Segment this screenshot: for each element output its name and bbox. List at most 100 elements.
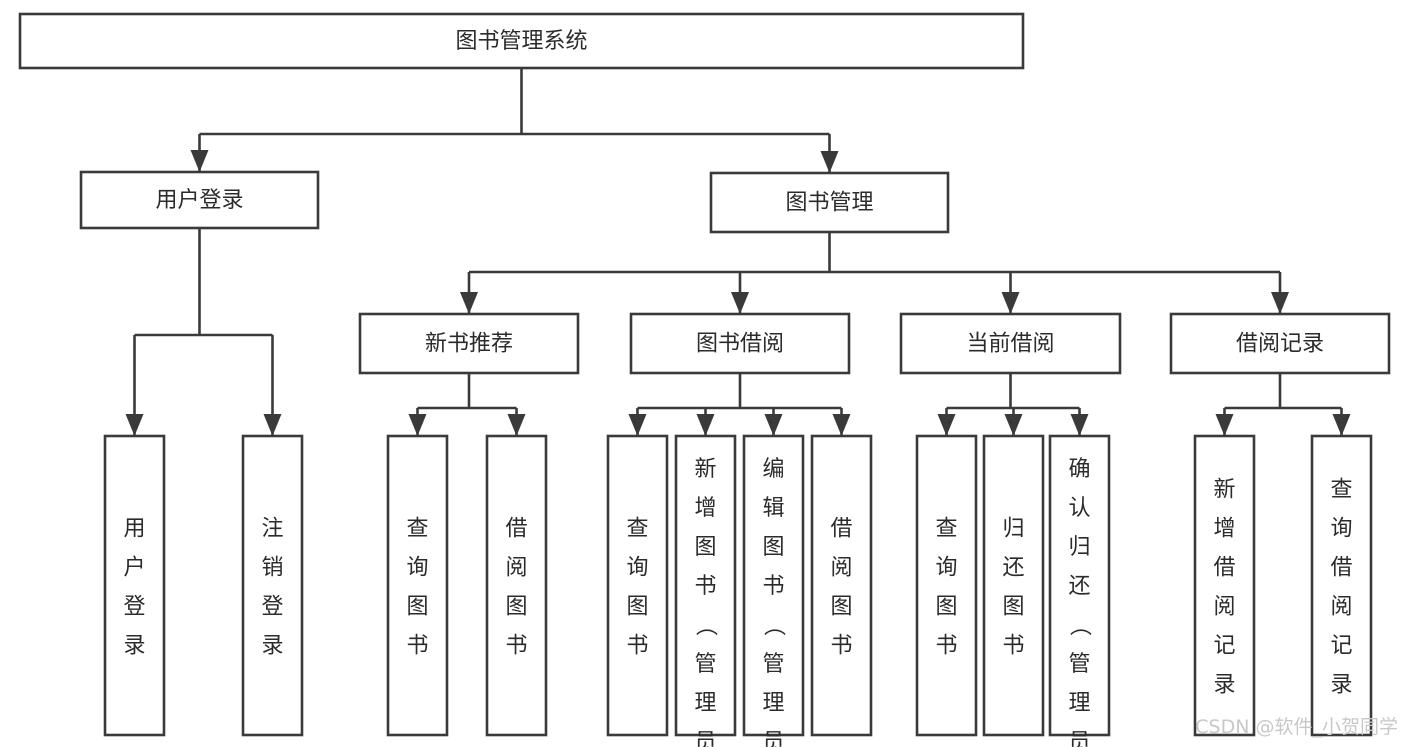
svg-text:书: 书 <box>505 634 527 659</box>
svg-text:编: 编 <box>762 457 784 482</box>
arrow-head-icon <box>507 414 526 436</box>
svg-text:（: （ <box>1067 614 1092 636</box>
svg-text:询: 询 <box>626 556 648 581</box>
svg-text:查: 查 <box>935 517 957 542</box>
node-layer: 图书管理系统用户登录图书管理新书推荐图书借阅当前借阅借阅记录用户登录注销登录查询… <box>18 12 1391 747</box>
svg-text:书: 书 <box>935 634 957 659</box>
svg-text:归: 归 <box>1002 517 1024 542</box>
arrow-head-icon <box>1001 292 1020 314</box>
svg-text:录: 录 <box>261 634 283 659</box>
node-box <box>103 434 166 737</box>
arrow-head-icon <box>1004 414 1023 436</box>
arrow-head-icon <box>1070 414 1089 436</box>
svg-text:借: 借 <box>1213 556 1235 581</box>
node-level2-用户登录[interactable]: 用户登录 <box>79 170 320 230</box>
arrow-head-icon <box>125 414 144 436</box>
svg-text:注: 注 <box>261 517 283 542</box>
arrow-head-icon <box>1271 292 1289 314</box>
node-box <box>982 434 1045 737</box>
node-level3-新书推荐[interactable]: 新书推荐 <box>358 312 580 375</box>
svg-text:登: 登 <box>123 595 145 620</box>
svg-text:询: 询 <box>935 556 957 581</box>
svg-text:书: 书 <box>1002 634 1024 659</box>
node-level3-当前借阅[interactable]: 当前借阅 <box>899 312 1122 375</box>
csdn-watermark: CSDN @软件_小贺同学 <box>1195 716 1398 738</box>
node-box <box>1169 312 1391 375</box>
svg-text:新: 新 <box>694 457 716 482</box>
svg-text:员: 员 <box>1068 730 1090 747</box>
arrow-head-icon <box>696 414 715 436</box>
svg-text:户: 户 <box>123 556 145 581</box>
svg-text:录: 录 <box>1330 673 1352 698</box>
svg-text:查: 查 <box>406 517 428 542</box>
svg-text:还: 还 <box>1002 556 1024 581</box>
node-box <box>709 171 950 234</box>
svg-text:询: 询 <box>1330 517 1352 542</box>
node-box <box>18 12 1025 70</box>
node-box <box>742 434 805 737</box>
svg-text:员: 员 <box>694 730 716 747</box>
svg-text:增: 增 <box>1213 517 1235 542</box>
arrow-head-icon <box>764 414 783 436</box>
node-box <box>915 434 978 737</box>
connector-layer <box>125 68 1351 436</box>
arrow-head-icon <box>408 414 427 436</box>
node-leaf-用户登录[interactable]: 用户登录 <box>103 434 166 737</box>
svg-text:新: 新 <box>1213 478 1235 503</box>
svg-text:还: 还 <box>1068 574 1090 599</box>
arrow-head-icon <box>832 414 851 436</box>
node-box <box>1048 434 1111 737</box>
svg-text:记: 记 <box>1330 634 1352 659</box>
svg-text:录: 录 <box>1213 673 1235 698</box>
node-level3-借阅记录[interactable]: 借阅记录 <box>1169 312 1391 375</box>
svg-text:录: 录 <box>123 634 145 659</box>
node-root-图书管理系统[interactable]: 图书管理系统 <box>18 12 1025 70</box>
node-level3-图书借阅[interactable]: 图书借阅 <box>629 312 851 375</box>
svg-text:阅: 阅 <box>1213 595 1235 620</box>
svg-text:理: 理 <box>1068 691 1090 716</box>
svg-text:借: 借 <box>505 517 527 542</box>
svg-text:（: （ <box>693 614 718 636</box>
node-box <box>79 170 320 230</box>
node-box <box>241 434 304 737</box>
svg-text:阅: 阅 <box>505 556 527 581</box>
arrow-head-icon <box>263 414 282 436</box>
node-label: 图书管理系统 <box>455 29 587 54</box>
svg-text:阅: 阅 <box>830 556 852 581</box>
svg-text:增: 增 <box>694 496 716 521</box>
node-box <box>485 434 548 737</box>
svg-text:（: （ <box>761 614 786 636</box>
node-box <box>674 434 737 737</box>
node-level2-图书管理[interactable]: 图书管理 <box>709 171 950 234</box>
svg-text:查: 查 <box>1330 478 1352 503</box>
arrow-head-icon <box>190 150 209 172</box>
svg-text:记: 记 <box>1213 634 1235 659</box>
svg-text:确: 确 <box>1068 457 1090 482</box>
svg-text:书: 书 <box>762 574 784 599</box>
svg-text:书: 书 <box>626 634 648 659</box>
svg-text:辑: 辑 <box>762 496 784 521</box>
arrow-head-icon <box>937 414 956 436</box>
svg-text:借: 借 <box>1330 556 1352 581</box>
